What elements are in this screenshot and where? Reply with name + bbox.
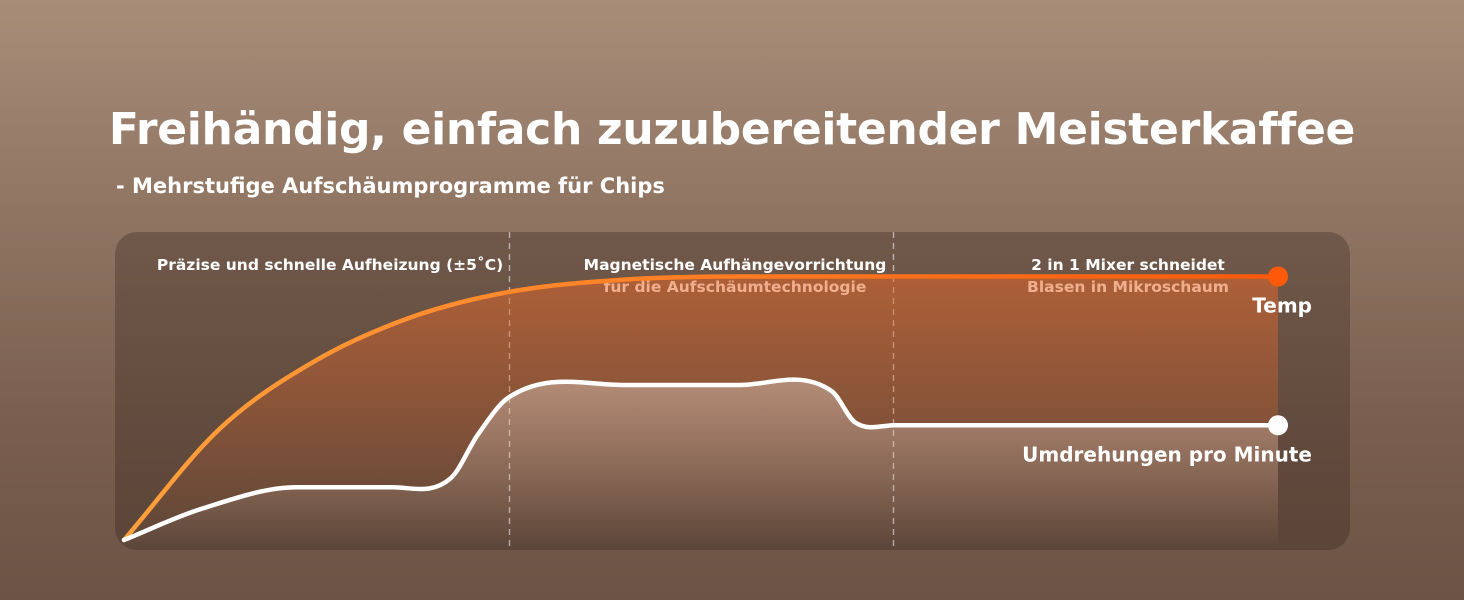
series-end-marker-temp bbox=[1268, 266, 1288, 287]
series-end-marker-rpm bbox=[1268, 415, 1288, 436]
page-subtitle: - Mehrstufige Aufschäumprogramme für Chi… bbox=[116, 174, 665, 198]
series-area-rpm bbox=[124, 379, 1278, 550]
phase-label-heating: Präzise und schnelle Aufheizung (±5˚C) bbox=[156, 256, 504, 274]
series-line-rpm bbox=[121, 377, 1281, 543]
page-title: Freihändig, einfach zuzubereitender Meis… bbox=[108, 104, 1356, 155]
series-label-umdrehungen-pro-minute: Umdrehungen pro Minute bbox=[1022, 442, 1312, 466]
series-line-temp bbox=[121, 274, 1281, 543]
series-label-temp: Temp bbox=[1252, 294, 1312, 318]
